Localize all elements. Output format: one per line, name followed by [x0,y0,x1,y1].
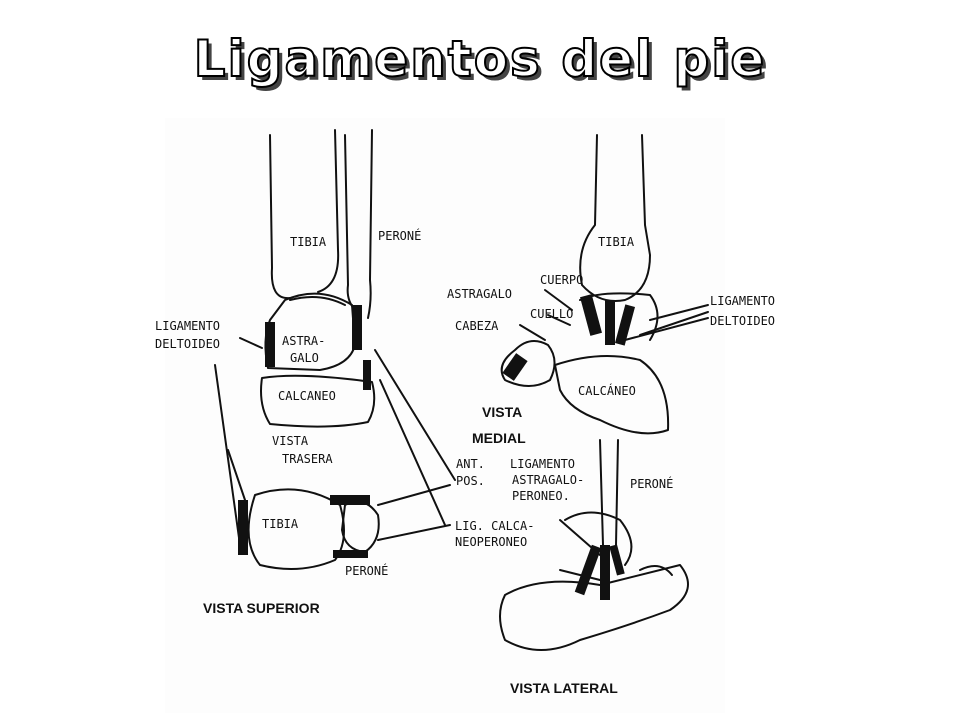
label-cabeza: CABEZA [455,319,499,333]
drawing-stroke [238,500,248,555]
talus-lateral [564,511,633,566]
calcaneus [260,374,376,428]
label-calcaneo-medial: CALCÁNEO [578,383,636,398]
drawing-stroke [502,353,528,381]
drawing-stroke [599,439,604,546]
label-lig-calcaneo-2: NEOPERONEO [455,535,527,549]
talus-head [500,340,556,387]
label-lig-astragalo-3: PERONEO. [512,489,570,503]
drawing-stroke [519,324,546,341]
rear-view [239,129,456,526]
top-view [214,364,451,570]
slide-title: Ligamentos del pie [193,29,767,89]
tibia-medial [579,134,651,302]
calcaneus-medial [554,355,670,435]
drawing-stroke [605,300,615,345]
label-deltoid-left-1: LIGAMENTO [155,319,220,333]
drawing-stroke [333,550,368,558]
drawing-stroke [214,364,241,546]
calcaneus-lateral [499,564,689,651]
label-cuello: CUELLO [530,307,573,321]
label-perone-rear: PERONÉ [378,228,421,243]
drawing-stroke [639,565,673,576]
caption-vista-superior: VISTA SUPERIOR [203,600,320,616]
label-astragalo-medial: ASTRAGALO [447,287,512,301]
drawing-stroke [614,304,636,346]
label-ant: ANT. [456,457,485,471]
drawing-stroke [374,349,456,481]
drawing-stroke [639,311,709,336]
label-deltoid-right-2: DELTOIDEO [710,314,775,328]
label-lig-astragalo-2: ASTRAGALO- [512,473,584,487]
drawing-stroke [649,304,709,321]
label-perone-lateral: PERONÉ [630,476,673,491]
drawing-stroke [363,360,371,390]
drawing-stroke [559,569,601,581]
drawing-stroke [330,495,370,505]
label-deltoid-left-2: DELTOIDEO [155,337,220,351]
drawing-paper [165,118,725,713]
label-perone-sup: PERONÉ [345,563,388,578]
caption-vista-medial-1: VISTA [482,404,523,420]
label-astragalo-2: GALO [290,351,319,365]
lateral-ligament-rear [352,305,362,350]
drawing-stroke [600,545,610,600]
label-lig-calcaneo-1: LIG. CALCA- [455,519,534,533]
label-lig-astragalo-1: LIGAMENTO [510,457,575,471]
drawing-stroke [239,337,263,349]
medial-view [500,134,709,435]
drawing-stroke [544,289,573,311]
label-cuerpo: CUERPO [540,273,583,287]
label-tibia-medial: TIBIA [598,235,635,249]
label-vista-trasera-2: TRASERA [282,452,333,466]
calcaneofibular-ligament [574,544,602,596]
talus-medial [579,292,659,341]
ligaments [238,294,636,600]
drawing-stroke [609,544,625,576]
label-vista-trasera-1: VISTA [272,434,309,448]
caption-vista-medial-2: MEDIAL [472,430,526,446]
label-pos: POS. [456,474,485,488]
deltoid-ligament-medial [580,294,602,336]
drawing-stroke [379,379,446,526]
drawing-stroke [377,524,451,541]
label-tibia-sup: TIBIA [262,517,299,531]
deltoid-ligament-rear [265,322,275,367]
label-calcaneo-rear: CALCANEO [278,389,336,403]
label-astragalo-1: ASTRA- [282,334,325,348]
label-tibia-rear: TIBIA [290,235,327,249]
drawing-stroke [289,295,346,306]
drawing-stroke [624,317,709,341]
label-deltoid-right-1: LIGAMENTO [710,294,775,308]
drawing-stroke [377,484,451,506]
drawing-stroke [227,449,246,501]
drawing-stroke [547,314,571,326]
tibia-section [247,488,345,570]
fibula-right [367,129,373,319]
tibia-shaft-right [317,129,340,293]
caption-vista-lateral: VISTA LATERAL [510,680,618,696]
drawing-stroke [615,439,619,546]
tibia-shaft-left [269,134,291,300]
